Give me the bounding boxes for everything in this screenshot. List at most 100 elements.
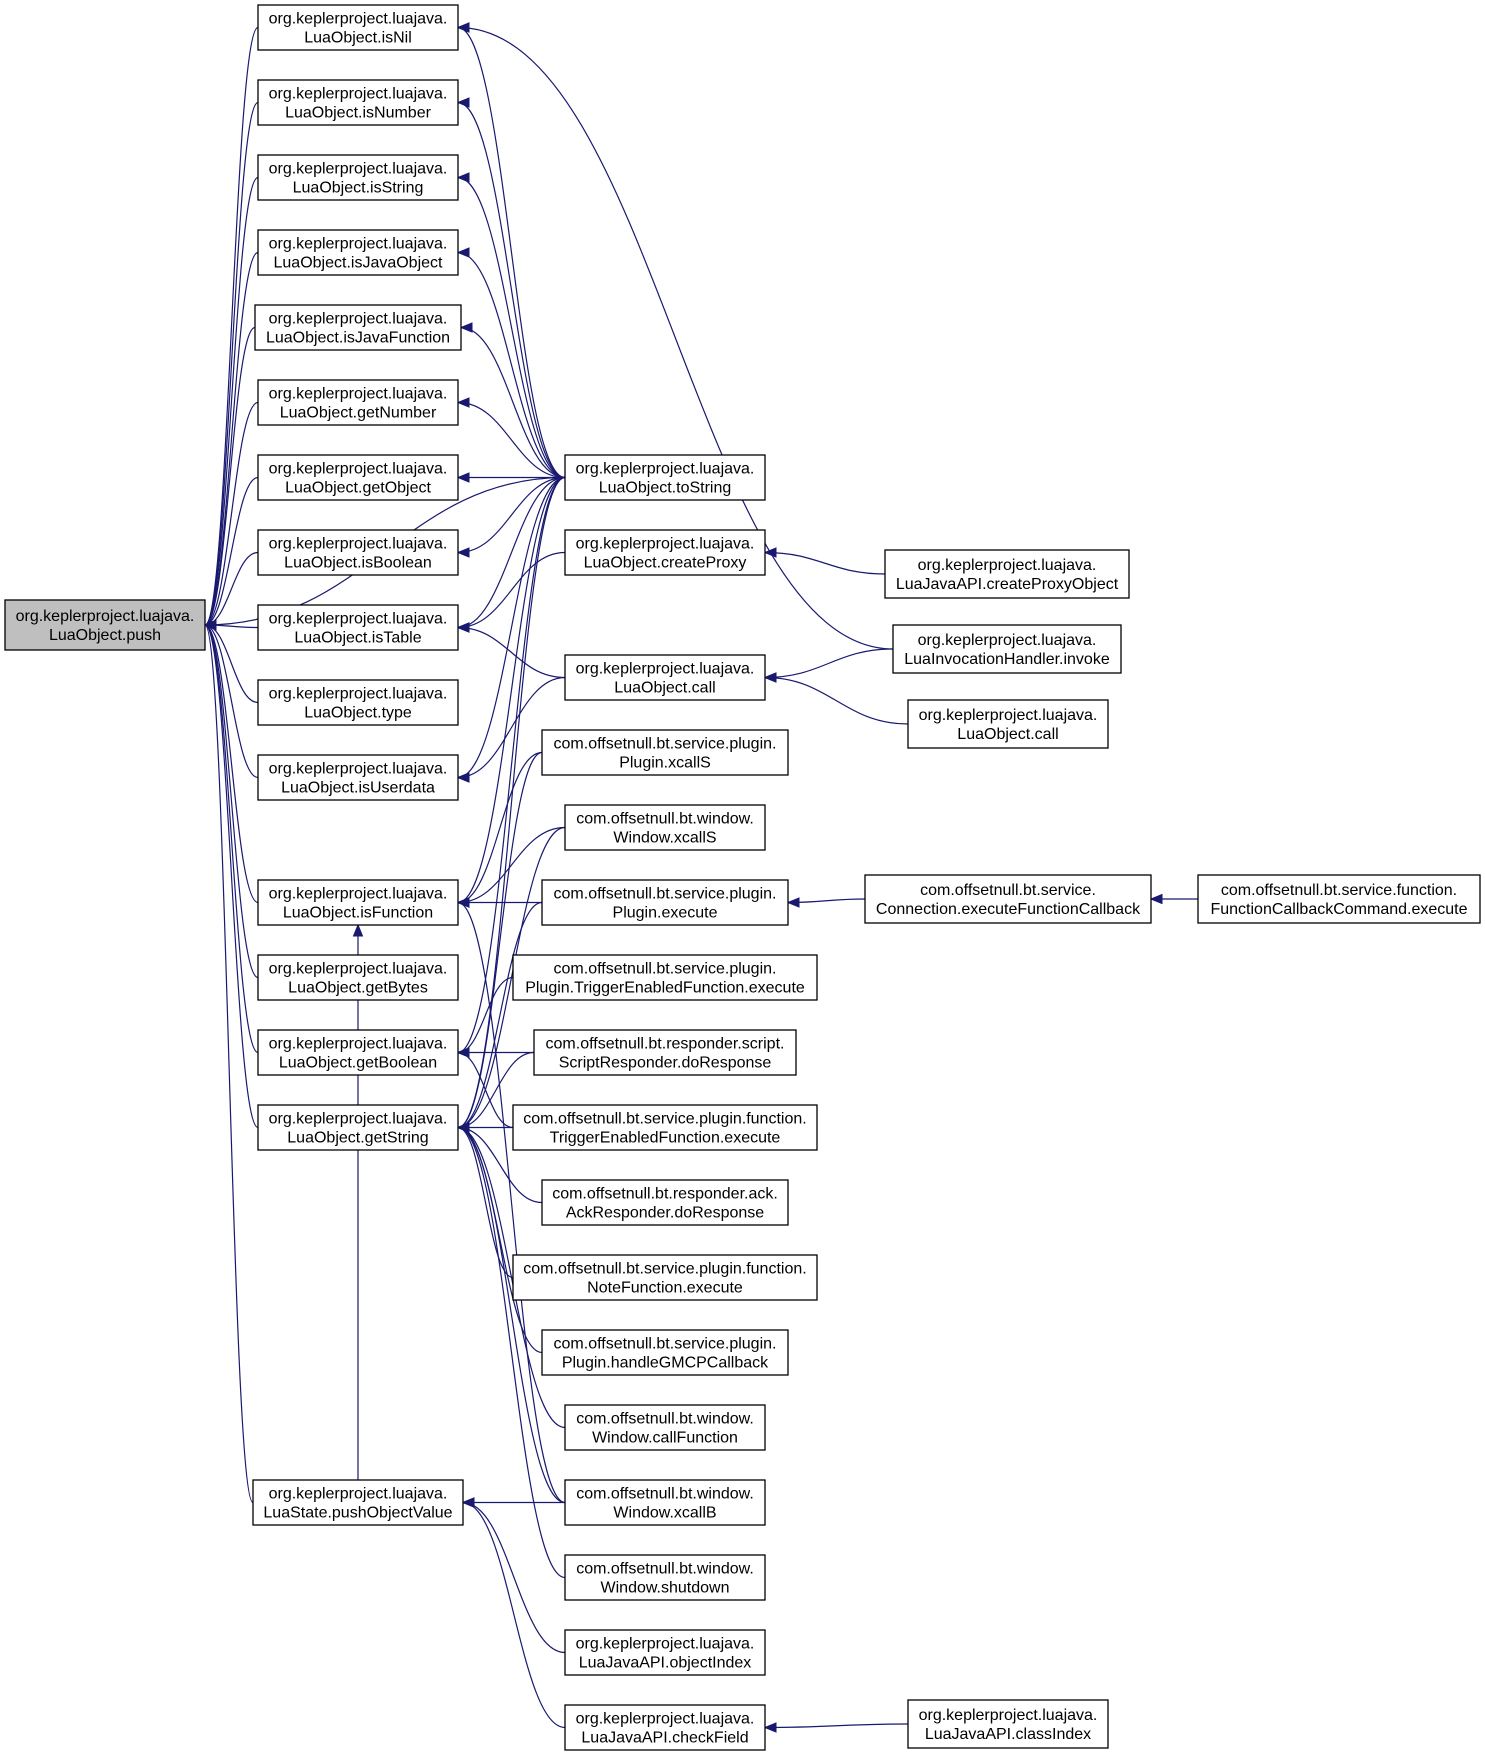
- node-toString[interactable]: org.keplerproject.luajava.LuaObject.toSt…: [564, 454, 766, 501]
- node-call[interactable]: org.keplerproject.luajava.LuaObject.call: [564, 654, 766, 701]
- node-ackResponder[interactable]: com.offsetnull.bt.responder.ack.AckRespo…: [541, 1179, 789, 1226]
- node-isBoolean[interactable]: org.keplerproject.luajava.LuaObject.isBo…: [257, 529, 459, 576]
- node-isFunction[interactable]: org.keplerproject.luajava.LuaObject.isFu…: [257, 879, 459, 926]
- edge-toString-to-isTable: [457, 476, 566, 629]
- node-label-package: com.offsetnull.bt.service.plugin.: [554, 1336, 777, 1353]
- node-getObject[interactable]: org.keplerproject.luajava.LuaObject.getO…: [257, 454, 459, 501]
- node-label-member: LuaObject.isTable: [294, 630, 421, 647]
- node-label-member: LuaObject.call: [614, 680, 715, 697]
- node-executeFunctionCallback[interactable]: com.offsetnull.bt.service.Connection.exe…: [864, 874, 1152, 924]
- node-box[interactable]: [884, 549, 1130, 599]
- node-call2[interactable]: org.keplerproject.luajava.LuaObject.call: [907, 699, 1109, 749]
- node-label-package: org.keplerproject.luajava.: [576, 536, 755, 553]
- node-box[interactable]: [892, 624, 1122, 674]
- node-pushObjectValue[interactable]: org.keplerproject.luajava.LuaState.pushO…: [252, 1479, 464, 1526]
- node-getNumber[interactable]: org.keplerproject.luajava.LuaObject.getN…: [257, 379, 459, 426]
- node-box[interactable]: [533, 1029, 797, 1076]
- node-getString[interactable]: org.keplerproject.luajava.LuaObject.getS…: [257, 1104, 459, 1151]
- edge-toString-to-isString: [457, 176, 566, 479]
- node-box[interactable]: [257, 229, 459, 276]
- node-objectIndex[interactable]: org.keplerproject.luajava.LuaJavaAPI.obj…: [564, 1629, 766, 1676]
- node-box[interactable]: [257, 954, 459, 1001]
- node-box[interactable]: [864, 874, 1152, 924]
- node-box[interactable]: [541, 879, 789, 926]
- node-box[interactable]: [257, 454, 459, 501]
- node-box[interactable]: [512, 1104, 818, 1151]
- node-pluginExecute[interactable]: com.offsetnull.bt.service.plugin.Plugin.…: [541, 879, 789, 926]
- node-box[interactable]: [564, 804, 766, 851]
- node-triggerEnabledFunction[interactable]: com.offsetnull.bt.service.plugin.functio…: [512, 1104, 818, 1151]
- node-box[interactable]: [257, 604, 459, 651]
- edge-invoke-to-call: [764, 648, 894, 679]
- node-box[interactable]: [512, 954, 818, 1001]
- node-box[interactable]: [4, 599, 206, 651]
- node-label-package: org.keplerproject.luajava.: [269, 461, 448, 478]
- node-isJavaFunction[interactable]: org.keplerproject.luajava.LuaObject.isJa…: [254, 304, 462, 351]
- node-box[interactable]: [564, 654, 766, 701]
- node-label-member: LuaJavaAPI.objectIndex: [579, 1655, 752, 1672]
- node-createProxy[interactable]: org.keplerproject.luajava.LuaObject.crea…: [564, 529, 766, 576]
- node-push[interactable]: org.keplerproject.luajava.LuaObject.push: [4, 599, 206, 651]
- node-box[interactable]: [564, 1704, 766, 1751]
- node-label-member: LuaObject.isNil: [304, 30, 412, 47]
- edge-executeFunctionCallback-to-pluginExecute: [787, 898, 866, 904]
- node-box[interactable]: [541, 729, 789, 776]
- node-label-package: org.keplerproject.luajava.: [269, 161, 448, 178]
- node-xcallB[interactable]: com.offsetnull.bt.window.Window.xcallB: [564, 1479, 766, 1526]
- node-isTable[interactable]: org.keplerproject.luajava.LuaObject.isTa…: [257, 604, 459, 651]
- node-callFunction[interactable]: com.offsetnull.bt.window.Window.callFunc…: [564, 1404, 766, 1451]
- node-box[interactable]: [257, 1104, 459, 1151]
- node-checkField[interactable]: org.keplerproject.luajava.LuaJavaAPI.che…: [564, 1704, 766, 1751]
- node-functionCallbackCommand[interactable]: com.offsetnull.bt.service.function.Funct…: [1197, 874, 1481, 924]
- arrow-shutdown-to-getString: [456, 1122, 470, 1133]
- edge-invoke-to-isNil: [457, 26, 894, 650]
- node-classIndex[interactable]: org.keplerproject.luajava.LuaJavaAPI.cla…: [907, 1699, 1109, 1749]
- node-box[interactable]: [541, 1179, 789, 1226]
- node-box[interactable]: [564, 1404, 766, 1451]
- node-box[interactable]: [907, 1699, 1109, 1749]
- node-invoke[interactable]: org.keplerproject.luajava.LuaInvocationH…: [892, 624, 1122, 674]
- node-isString[interactable]: org.keplerproject.luajava.LuaObject.isSt…: [257, 154, 459, 201]
- node-box[interactable]: [257, 679, 459, 726]
- node-scriptResponder[interactable]: com.offsetnull.bt.responder.script.Scrip…: [533, 1029, 797, 1076]
- node-getBoolean[interactable]: org.keplerproject.luajava.LuaObject.getB…: [257, 1029, 459, 1076]
- call-edges: [203, 22, 1198, 1733]
- node-triggerEnabledPlugin[interactable]: com.offsetnull.bt.service.plugin.Plugin.…: [512, 954, 818, 1001]
- node-box[interactable]: [257, 379, 459, 426]
- node-isJavaObject[interactable]: org.keplerproject.luajava.LuaObject.isJa…: [257, 229, 459, 276]
- node-box[interactable]: [257, 879, 459, 926]
- node-isNumber[interactable]: org.keplerproject.luajava.LuaObject.isNu…: [257, 79, 459, 126]
- node-box[interactable]: [254, 304, 462, 351]
- node-pluginXcallS[interactable]: com.offsetnull.bt.service.plugin.Plugin.…: [541, 729, 789, 776]
- edge-toString-to-getBoolean: [457, 476, 566, 1054]
- node-createProxyObject[interactable]: org.keplerproject.luajava.LuaJavaAPI.cre…: [884, 549, 1130, 599]
- node-box[interactable]: [907, 699, 1109, 749]
- node-box[interactable]: [564, 454, 766, 501]
- node-handleGMCP[interactable]: com.offsetnull.bt.service.plugin. Plugin.…: [541, 1329, 789, 1376]
- node-box[interactable]: [564, 1554, 766, 1601]
- node-box[interactable]: [257, 754, 459, 801]
- node-box[interactable]: [564, 1479, 766, 1526]
- node-box[interactable]: [512, 1254, 818, 1301]
- node-box[interactable]: [257, 4, 459, 51]
- node-box[interactable]: [564, 1629, 766, 1676]
- node-label-package: com.offsetnull.bt.service.plugin.: [554, 736, 777, 753]
- node-box[interactable]: [1197, 874, 1481, 924]
- node-noteFunction[interactable]: com.offsetnull.bt.service.plugin.functio…: [512, 1254, 818, 1301]
- node-box[interactable]: [252, 1479, 464, 1526]
- node-windowXcallS[interactable]: com.offsetnull.bt.window.Window.xcallS: [564, 804, 766, 851]
- node-box[interactable]: [257, 529, 459, 576]
- node-box[interactable]: [257, 1029, 459, 1076]
- node-isNil[interactable]: org.keplerproject.luajava.LuaObject.isNi…: [257, 4, 459, 51]
- node-type[interactable]: org.keplerproject.luajava.LuaObject.type: [257, 679, 459, 726]
- node-shutdown[interactable]: com.offsetnull.bt.window.Window.shutdown: [564, 1554, 766, 1601]
- node-isUserdata[interactable]: org.keplerproject.luajava.LuaObject.isUs…: [257, 754, 459, 801]
- node-box[interactable]: [257, 154, 459, 201]
- node-getBytes[interactable]: org.keplerproject.luajava.LuaObject.getB…: [257, 954, 459, 1001]
- node-label-member: Window.xcallB: [613, 1505, 716, 1522]
- node-label-member: LuaObject.getNumber: [280, 405, 437, 422]
- node-box[interactable]: [541, 1329, 789, 1376]
- node-box[interactable]: [564, 529, 766, 576]
- node-box[interactable]: [257, 79, 459, 126]
- node-label-member: Plugin.handleGMCPCallback: [562, 1355, 769, 1372]
